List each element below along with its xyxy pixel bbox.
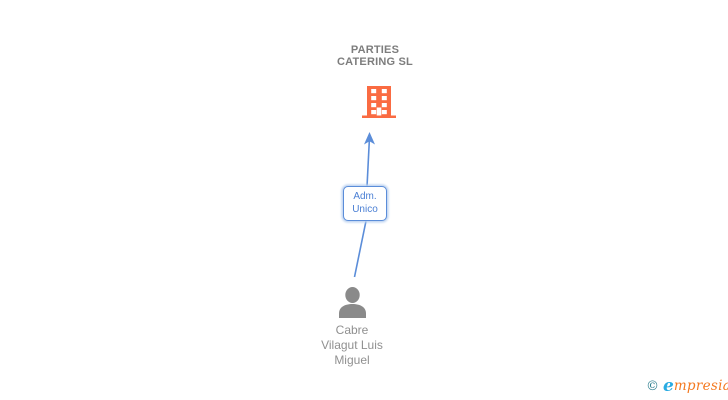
- relationship-label-line2: Unico: [352, 204, 378, 215]
- company-node[interactable]: PARTIES CATERING SL: [305, 44, 445, 68]
- person-name-line1: Cabre: [335, 323, 369, 337]
- relationship-label-line1: Adm.: [353, 191, 377, 202]
- arrowhead-icon: [364, 132, 375, 145]
- edge-line-upper: [366, 140, 371, 188]
- person-name-line2: Vilagut Luis: [321, 338, 383, 352]
- person-icon: [338, 287, 366, 318]
- empresia-logo[interactable]: © e mpresia: [646, 374, 728, 398]
- building-icon: [362, 86, 396, 118]
- company-name-line2: CATERING SL: [337, 56, 413, 68]
- company-name-line1: PARTIES: [350, 44, 400, 56]
- brand-text-rest: mpresia: [673, 378, 728, 394]
- person-name-line3: Miguel: [334, 353, 370, 367]
- person-node[interactable]: Cabre Vilagut Luis Miguel: [302, 287, 402, 368]
- edge-line-lower: [353, 220, 367, 278]
- company-node-icon-target[interactable]: [362, 86, 396, 118]
- copyright-icon: ©: [646, 378, 659, 394]
- person-icon-wrap: [337, 287, 368, 318]
- relationship-label-box[interactable]: Adm. Unico: [343, 186, 387, 221]
- brand-letter-e: e: [663, 375, 674, 396]
